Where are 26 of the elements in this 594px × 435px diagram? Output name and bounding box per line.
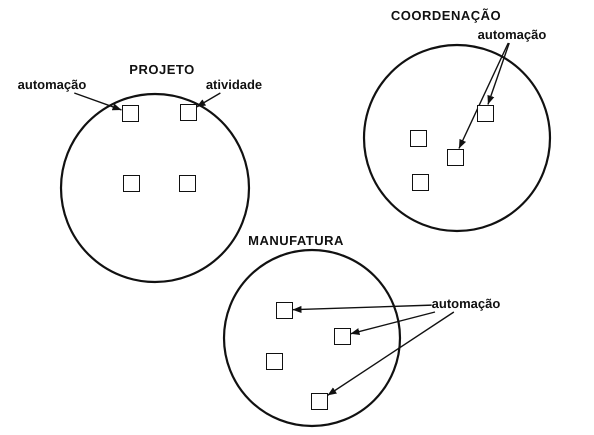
leader-line — [350, 311, 436, 336]
leader-line — [292, 304, 432, 314]
leader-line — [458, 42, 509, 149]
callout-label: atividade — [206, 77, 262, 93]
square-box — [276, 302, 292, 318]
leader-line — [196, 92, 221, 108]
square-box — [310, 392, 328, 410]
leader-line — [74, 92, 122, 111]
callout-label: automação — [478, 27, 546, 43]
square-box — [266, 352, 282, 370]
square-box — [410, 130, 426, 146]
leader-line — [487, 42, 510, 105]
callout-label: automação — [432, 296, 500, 312]
square-box — [476, 104, 494, 122]
circle-heading: PROJETO — [129, 62, 195, 78]
square-box — [412, 174, 428, 190]
square-box — [122, 174, 140, 192]
leader-line — [327, 311, 454, 396]
callout-label: automação — [18, 77, 86, 93]
square-box — [178, 174, 196, 192]
square-box — [122, 104, 138, 122]
circle-heading: COORDENAÇÃO — [390, 8, 502, 24]
square-box — [334, 328, 350, 344]
square-box — [180, 104, 196, 120]
square-box — [446, 148, 464, 166]
circle-heading: MANUFATURA — [248, 233, 344, 249]
